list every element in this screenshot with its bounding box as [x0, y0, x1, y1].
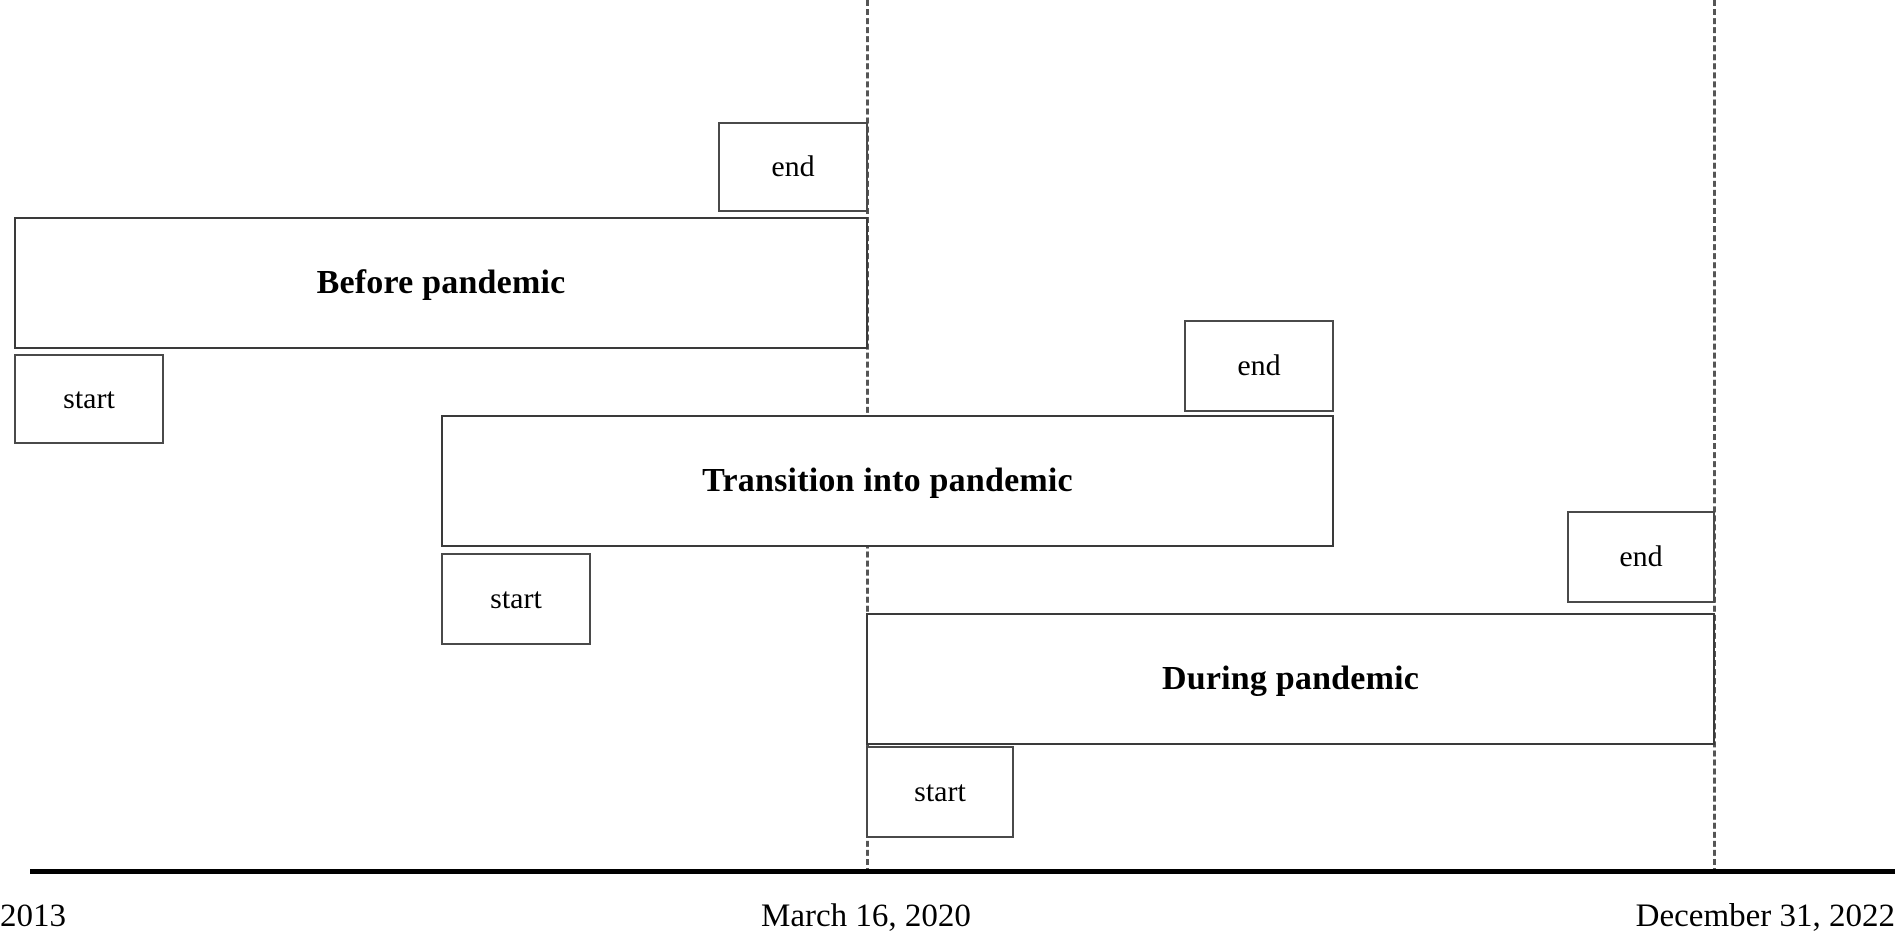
before-pandemic-end-marker: end	[718, 122, 868, 212]
during-pandemic-bar-label: During pandemic	[1161, 660, 1420, 697]
during-pandemic-start-label: start	[914, 775, 966, 808]
during-pandemic-end-label: end	[1619, 540, 1663, 573]
transition-into-pandemic-end-marker: end	[1184, 320, 1334, 412]
before-pandemic-bar-label: Before pandemic	[316, 264, 566, 301]
transition-into-pandemic-end-label: end	[1237, 349, 1281, 382]
before-pandemic-start-marker: start	[14, 354, 164, 444]
guide-line-december-31-2022	[1713, 0, 1716, 874]
axis-tick-december-2022: December 31, 2022	[1635, 898, 1895, 934]
during-pandemic-bar: During pandemic	[866, 613, 1715, 745]
axis-tick-2013: 2013	[0, 898, 66, 934]
transition-into-pandemic-bar: Transition into pandemic	[441, 415, 1334, 547]
transition-into-pandemic-start-label: start	[490, 582, 542, 615]
axis-tick-march-2020: March 16, 2020	[761, 898, 971, 934]
before-pandemic-bar: Before pandemic	[14, 217, 868, 349]
timeline-axis-line	[30, 869, 1895, 874]
during-pandemic-start-marker: start	[866, 746, 1014, 838]
before-pandemic-end-label: end	[771, 150, 815, 183]
transition-into-pandemic-bar-label: Transition into pandemic	[702, 462, 1073, 499]
during-pandemic-end-marker: end	[1567, 511, 1715, 603]
transition-into-pandemic-start-marker: start	[441, 553, 591, 645]
before-pandemic-start-label: start	[63, 382, 115, 415]
